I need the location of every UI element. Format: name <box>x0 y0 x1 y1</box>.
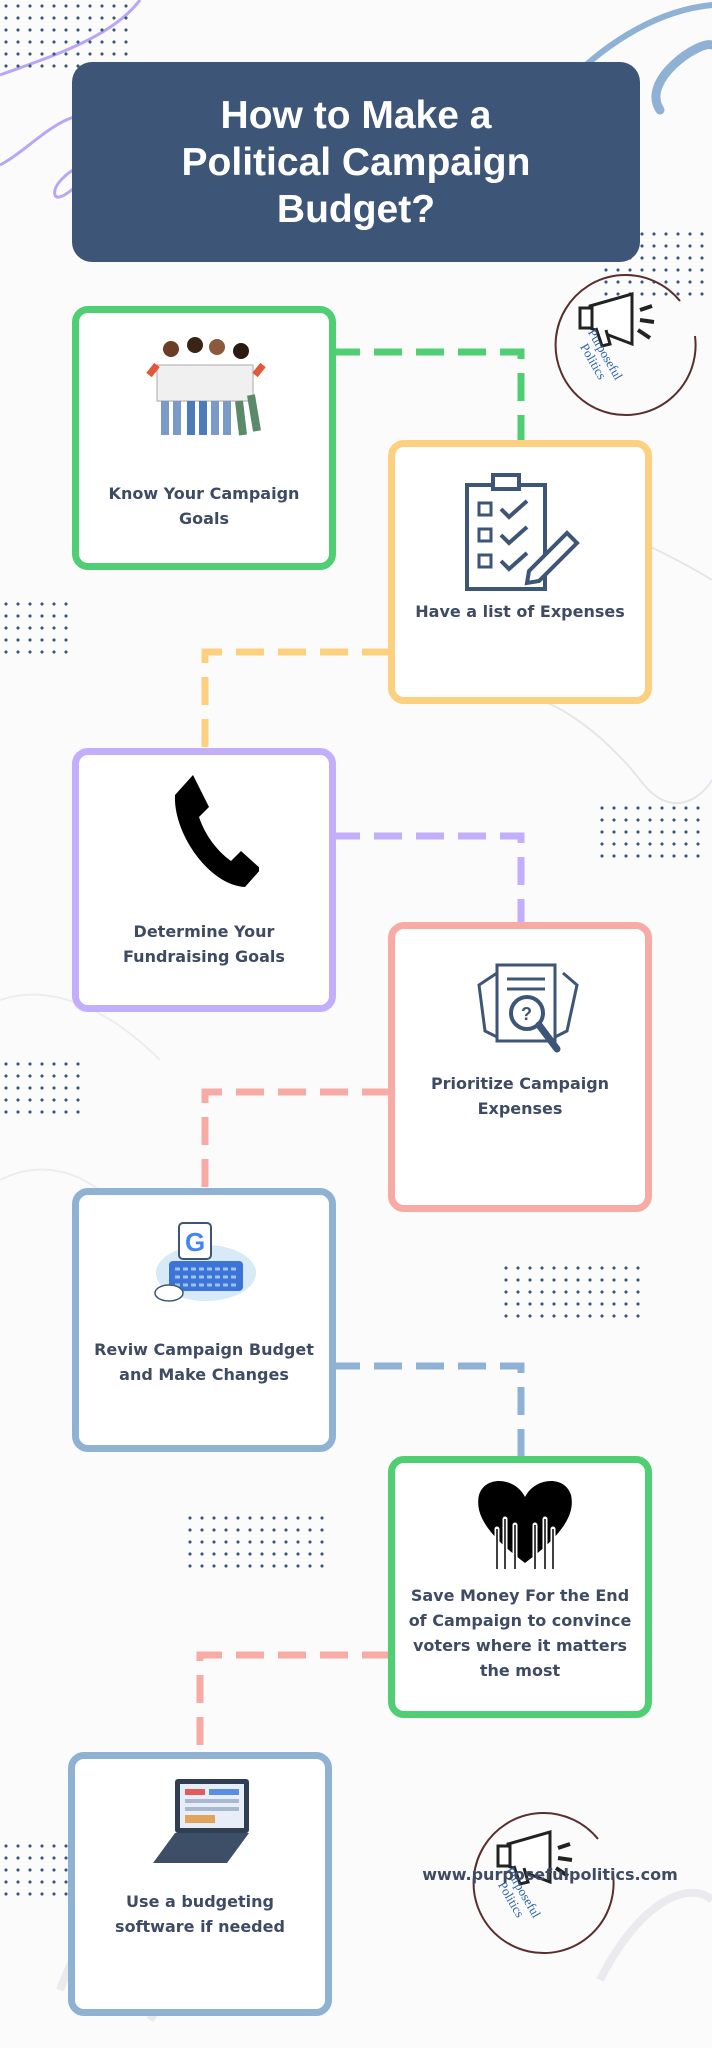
checklist-icon <box>465 473 580 591</box>
title-banner: How to Make a Political Campaign Budget? <box>72 62 640 262</box>
step-card-goals: Know Your Campaign Goals <box>72 306 336 570</box>
document-search-icon: ? <box>477 963 579 1053</box>
logo: Purposeful Politics <box>458 1804 628 1974</box>
step-card-software: Use a budgeting software if needed <box>68 1752 332 2016</box>
megaphone-icon <box>472 1812 615 1955</box>
step-label: Prioritize Campaign Expenses <box>430 1074 610 1118</box>
step-label: Save Money For the End of Campaign to co… <box>408 1586 632 1680</box>
step-card-prioritize: ? Prioritize Campaign Expenses <box>388 922 652 1212</box>
logo: Purposeful Politics <box>540 266 710 436</box>
dot-pattern <box>0 1058 84 1118</box>
website-url[interactable]: www.purposefulpolitics.com <box>422 1865 678 1884</box>
phone-icon <box>174 775 259 887</box>
dot-pattern <box>0 598 72 658</box>
svg-text:G: G <box>185 1227 205 1257</box>
protest-crowd-icon <box>146 337 266 436</box>
step-card-fundraising: Determine Your Fundraising Goals <box>72 748 336 1012</box>
svg-text:?: ? <box>521 1004 532 1024</box>
step-label: Have a list of Expenses <box>415 602 625 621</box>
megaphone-icon <box>554 274 697 417</box>
dot-pattern <box>596 802 704 862</box>
dot-pattern <box>500 1262 644 1322</box>
dot-pattern <box>0 0 132 72</box>
page-title: How to Make a Political Campaign Budget? <box>181 93 531 231</box>
step-label: Use a budgeting software if needed <box>115 1892 285 1936</box>
dot-pattern <box>0 1840 72 1900</box>
step-label: Reviw Campaign Budget and Make Changes <box>94 1340 314 1384</box>
step-card-expenses: Have a list of Expenses <box>388 440 652 704</box>
step-card-save-money: Save Money For the End of Campaign to co… <box>388 1456 652 1718</box>
step-label: Determine Your Fundraising Goals <box>123 922 285 966</box>
step-label: Know Your Campaign Goals <box>108 484 300 528</box>
laptop-icon <box>153 1779 249 1863</box>
step-card-review: G Reviw Campaign Budget and Make Changes <box>72 1188 336 1452</box>
dot-pattern <box>184 1512 328 1572</box>
google-keyboard-icon: G <box>154 1222 256 1302</box>
raised-hands-heart-icon <box>478 1480 572 1572</box>
